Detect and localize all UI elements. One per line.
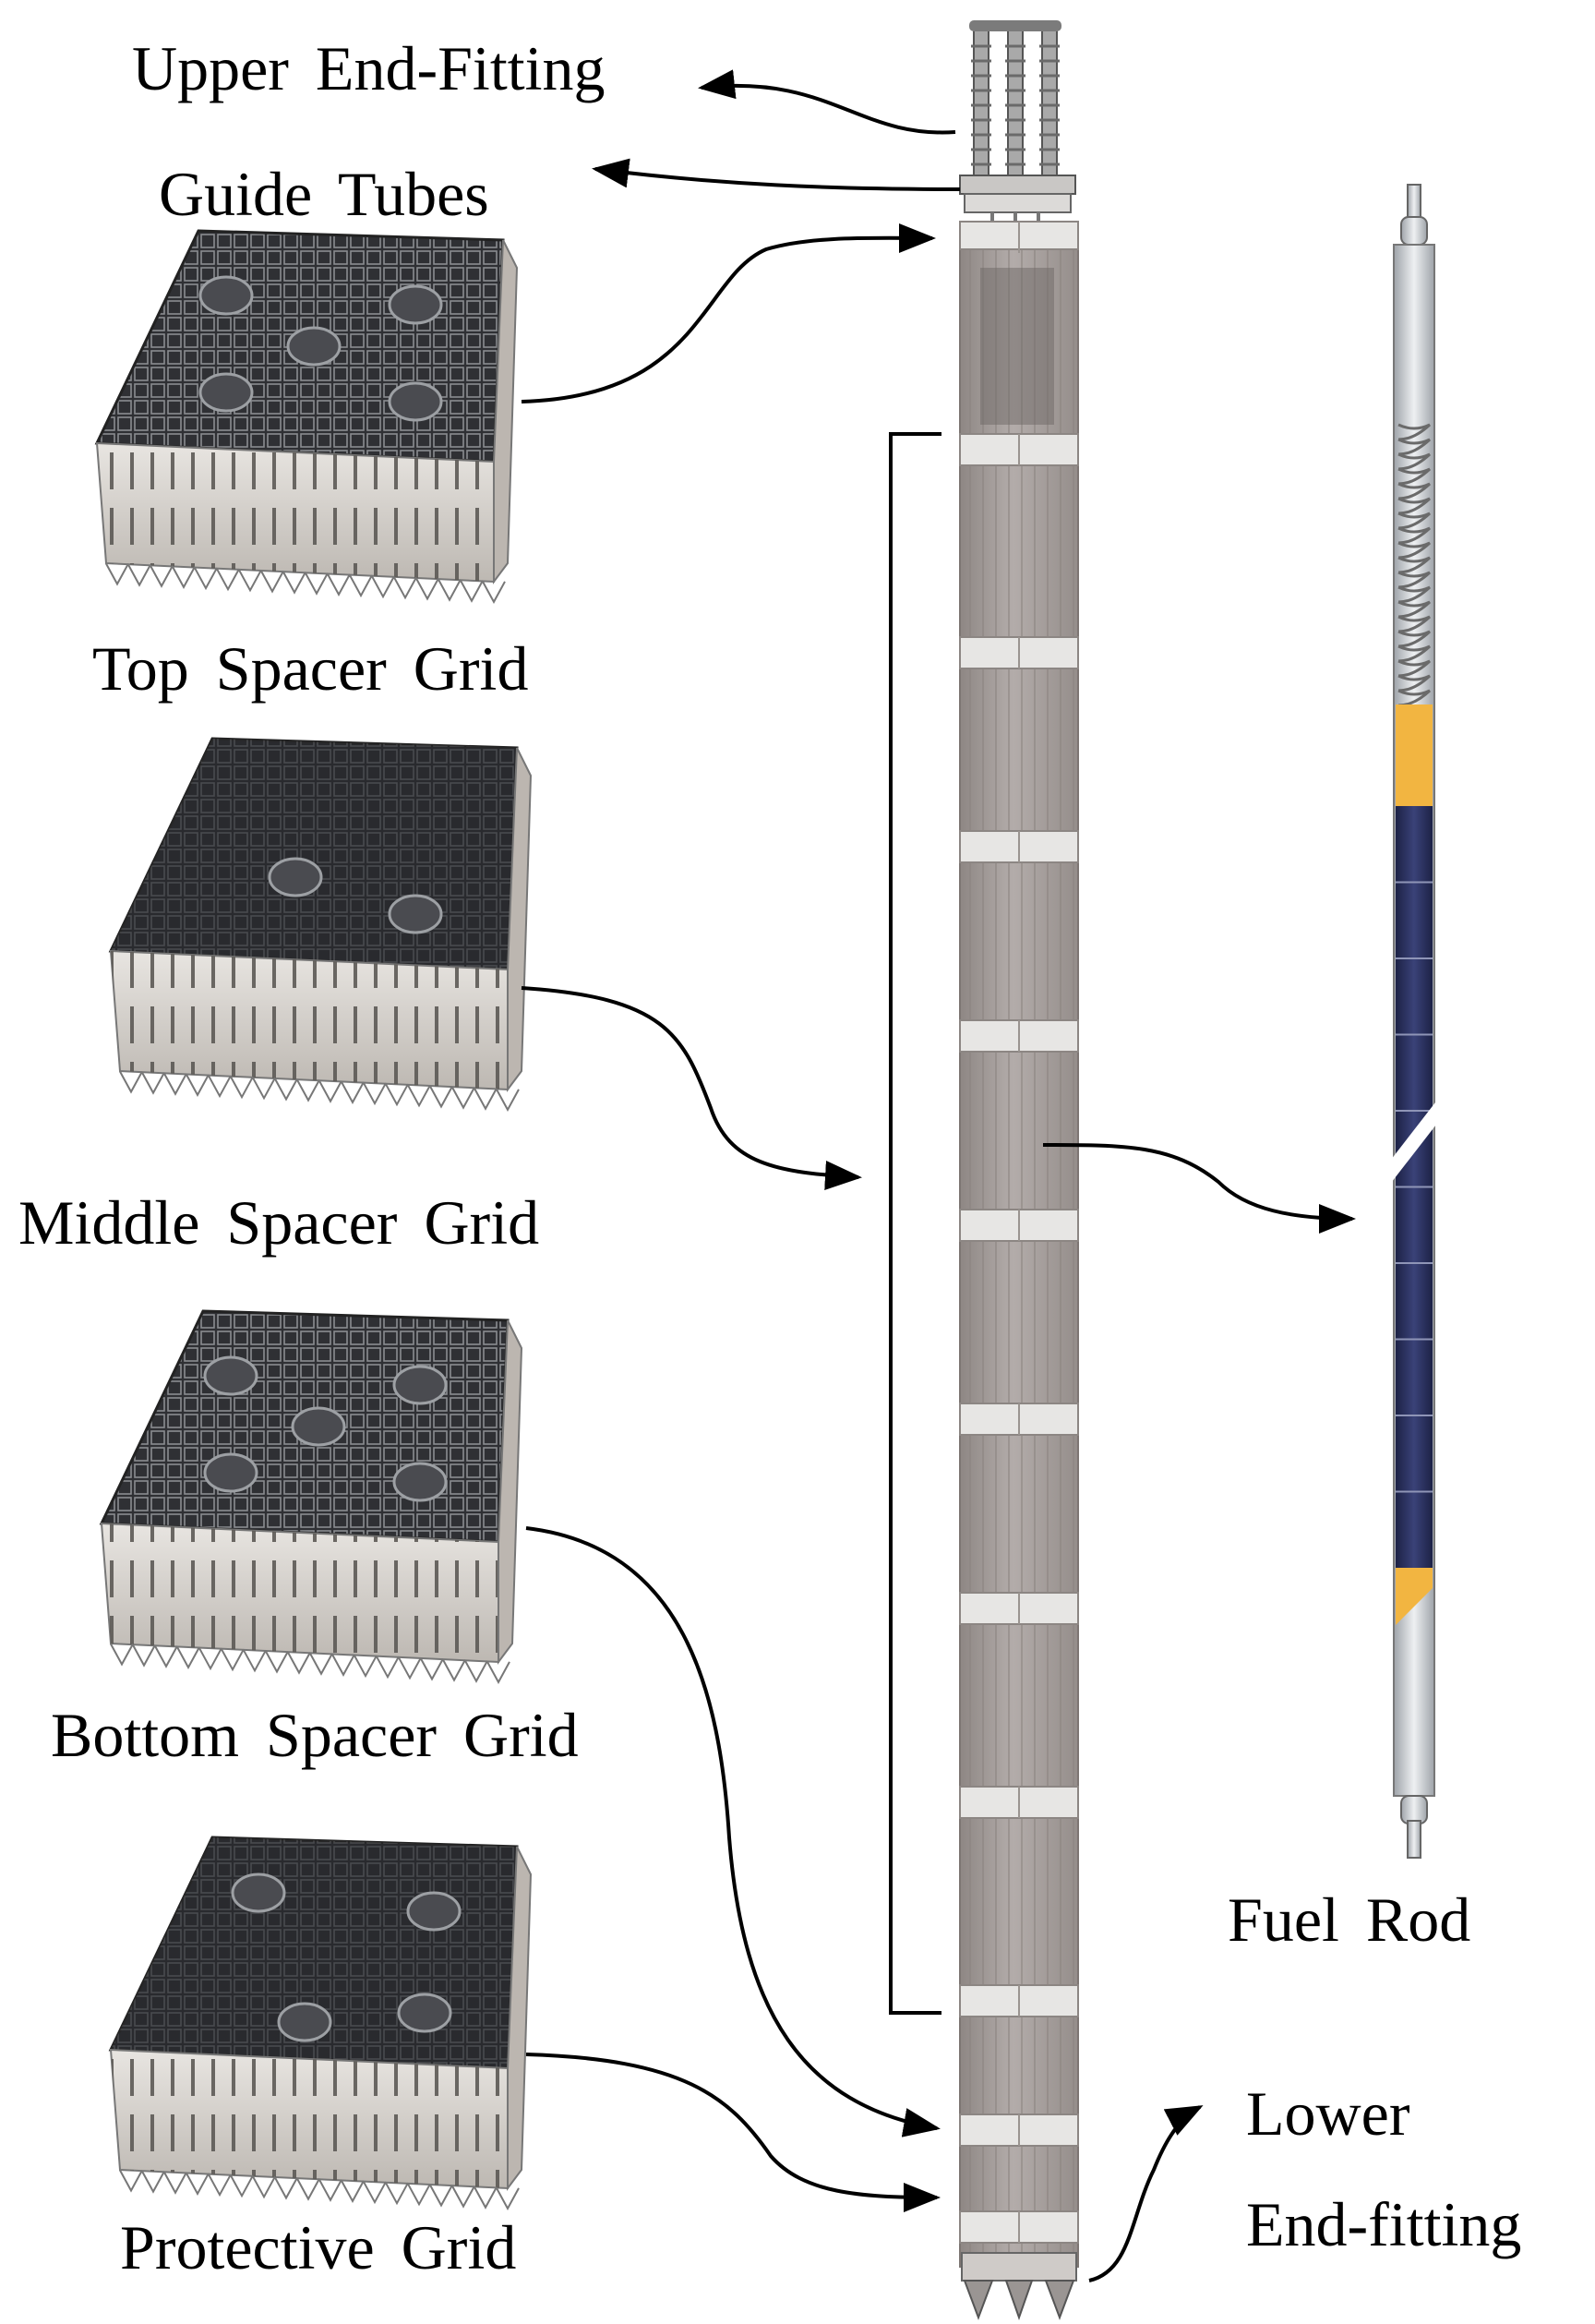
middle-spacer-grid-image xyxy=(108,737,533,1112)
lower-end-fitting xyxy=(961,2252,1077,2321)
spring-coil xyxy=(1397,630,1432,648)
arrow-fuel-rod xyxy=(1042,1143,1356,1234)
top-insulator-pellet xyxy=(1396,704,1433,806)
bottom-insulator-pellet xyxy=(1396,1568,1433,1625)
arrow-guide-tubes xyxy=(592,158,961,191)
arrow-upper-end-fitting xyxy=(698,69,956,135)
spring-coil xyxy=(1397,674,1432,692)
guide-tube-hole xyxy=(291,1406,346,1447)
spring-coil xyxy=(1397,452,1432,471)
label-fuel-rod: Fuel Rod xyxy=(1228,1884,1471,1955)
guide-tube-hole xyxy=(388,381,443,422)
leader-arrows xyxy=(521,69,1356,2282)
guide-tube-openings xyxy=(980,268,1054,425)
label-lower: Lower xyxy=(1246,2078,1410,2149)
guide-tube-hole xyxy=(388,284,443,325)
guide-tube-plate xyxy=(964,193,1072,213)
upper-end-fitting xyxy=(959,20,1076,195)
guide-tube-hole xyxy=(231,1872,286,1913)
guide-tube-hole xyxy=(198,275,254,316)
guide-tube-hole xyxy=(203,1452,258,1493)
spring-coil xyxy=(1397,571,1432,589)
arrow-lower-end-fitting xyxy=(1088,2105,1204,2282)
guide-tube-hole xyxy=(388,894,443,934)
fuel-assembly xyxy=(959,20,1079,2321)
spacer-grid-bands xyxy=(959,221,1079,2244)
top-spacer-grid-image xyxy=(94,229,519,604)
label-bottom-spacer-grid: Bottom Spacer Grid xyxy=(51,1700,579,1770)
spring-coil xyxy=(1397,526,1432,545)
label-upper-end-fitting: Upper End-Fitting xyxy=(132,33,606,103)
guide-tube-hole xyxy=(277,2002,332,2042)
spring-coil xyxy=(1397,615,1432,633)
spring-coil xyxy=(1397,541,1432,560)
plenum-spring xyxy=(1397,423,1432,707)
spring-coil xyxy=(1397,512,1432,530)
spring-coil xyxy=(1397,644,1432,663)
fuel-rod xyxy=(1385,184,1445,1859)
spring-coil xyxy=(1397,600,1432,619)
label-guide-tubes: Guide Tubes xyxy=(159,159,489,229)
guide-tube-hole xyxy=(406,1891,462,1932)
spring-coil xyxy=(1397,556,1432,574)
guide-tube-hole xyxy=(392,1462,448,1502)
spring-coil xyxy=(1397,497,1432,515)
fuel-pellet-dividers xyxy=(1396,881,1433,1493)
guide-tube-hole xyxy=(397,1993,452,2033)
spring-coil xyxy=(1397,438,1432,456)
middle-grids-bracket xyxy=(889,432,941,2015)
arrow-middle-spacer-grid xyxy=(521,986,862,1190)
label-lower-end-fitting: End-fitting xyxy=(1246,2189,1522,2259)
spring-coil xyxy=(1397,423,1432,441)
rod-break-mark xyxy=(1385,1094,1445,1186)
label-top-spacer-grid: Top Spacer Grid xyxy=(92,633,529,704)
protective-grid-image xyxy=(108,1836,533,2210)
arrow-top-spacer-grid xyxy=(521,223,936,403)
guide-tubes xyxy=(990,212,1040,222)
guide-tube-hole xyxy=(268,857,323,897)
arrow-bottom-spacer-grid xyxy=(525,1526,941,2137)
spring-coil xyxy=(1397,482,1432,500)
rod-bundle-texture xyxy=(960,222,1078,2267)
guide-tube-hole xyxy=(198,372,254,413)
guide-tube-hole xyxy=(203,1355,258,1396)
spring-coil xyxy=(1397,467,1432,486)
arrow-protective-grid xyxy=(525,2053,941,2212)
spring-coil xyxy=(1397,689,1432,707)
guide-tube-hole xyxy=(392,1365,448,1405)
bottom-spacer-grid-image xyxy=(99,1309,523,1684)
spring-coil xyxy=(1397,585,1432,604)
guide-tube-hole xyxy=(286,326,342,367)
label-protective-grid: Protective Grid xyxy=(120,2212,517,2282)
label-middle-spacer-grid: Middle Spacer Grid xyxy=(18,1187,540,1258)
spring-coil xyxy=(1397,659,1432,678)
